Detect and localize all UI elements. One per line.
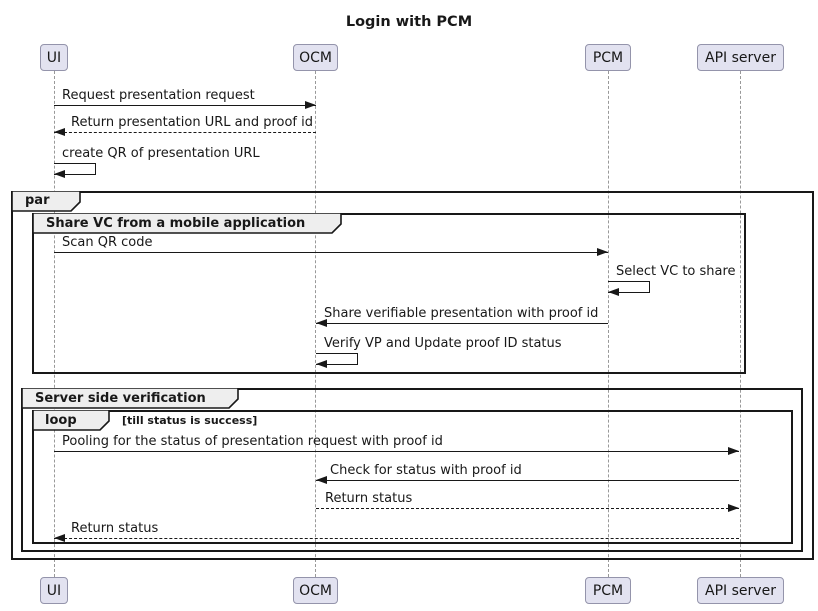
group-server-side-label: Server side verification: [35, 391, 206, 406]
message-line: [54, 105, 316, 106]
arrowhead: [54, 534, 65, 542]
participant-ocm-top: OCM: [293, 44, 338, 71]
par-frame-label: par: [25, 193, 50, 208]
self-message-line: [608, 281, 650, 293]
self-message-line: [315, 353, 358, 365]
message-line: [54, 132, 316, 133]
loop-frame-label: loop: [45, 413, 77, 428]
message-line: [54, 252, 608, 253]
participant-ui-bottom: UI: [40, 577, 68, 604]
participant-pcm-bottom: PCM: [585, 577, 631, 604]
arrowhead: [608, 288, 619, 296]
group-share-vc-label: Share VC from a mobile application: [46, 216, 306, 231]
par-frame: [11, 191, 814, 560]
message-label: Scan QR code: [62, 235, 153, 250]
loop-frame-label-shape: [32, 410, 110, 431]
loop-condition-label: [till status is success]: [122, 414, 258, 427]
lifeline-ui: [53, 71, 55, 577]
arrowhead: [54, 170, 65, 178]
arrowhead: [728, 504, 739, 512]
message-label: Verify VP and Update proof ID status: [324, 336, 562, 351]
message-label: Return status: [325, 491, 413, 506]
arrowhead: [54, 128, 65, 136]
participant-api-server-bottom: API server: [697, 577, 784, 604]
group-share-vc-frame: [32, 213, 746, 374]
self-message-line: [54, 163, 96, 175]
message-label: Return status: [71, 521, 159, 536]
message-line: [54, 538, 739, 539]
participant-api-server-top: API server: [697, 44, 784, 71]
participant-pcm-top: PCM: [585, 44, 631, 71]
loop-frame: [32, 410, 793, 544]
message-label: Pooling for the status of presentation r…: [62, 434, 443, 449]
message-line: [54, 451, 739, 452]
group-server-side-frame: [21, 388, 803, 552]
group-server-side-label-shape: [21, 388, 239, 409]
par-frame-label-shape: [11, 191, 81, 212]
lifeline-api-server: [740, 71, 741, 577]
message-label: Request presentation request: [62, 88, 255, 103]
arrowhead: [315, 360, 327, 368]
message-label: Select VC to share: [616, 264, 736, 279]
group-share-vc-label-shape: [32, 213, 342, 234]
arrowhead: [315, 476, 327, 484]
lifeline-pcm: [607, 71, 609, 577]
diagram-title: Login with PCM: [345, 14, 473, 30]
message-label: Share verifiable presentation with proof…: [324, 306, 599, 321]
message-label: Check for status with proof id: [330, 463, 522, 478]
arrowhead: [596, 248, 608, 256]
message-line: [315, 323, 608, 324]
message-label: Return presentation URL and proof id: [71, 115, 313, 130]
participant-ocm-bottom: OCM: [293, 577, 338, 604]
message-label: create QR of presentation URL: [62, 146, 260, 161]
arrowhead: [728, 447, 739, 455]
message-line: [315, 508, 739, 509]
arrowhead: [315, 319, 327, 327]
message-line: [315, 480, 739, 481]
participant-ui-top: UI: [40, 44, 68, 71]
arrowhead: [304, 101, 316, 109]
